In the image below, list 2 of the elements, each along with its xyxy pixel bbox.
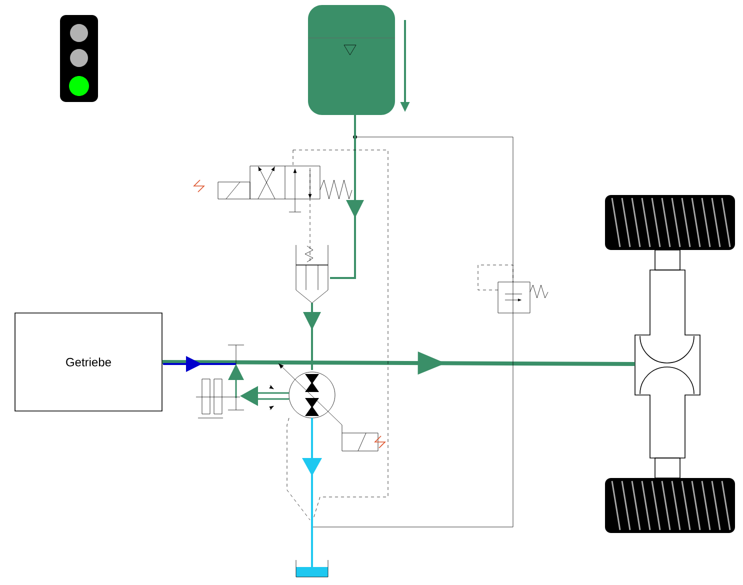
axle-drawing (605, 195, 735, 533)
gearbox-box: Getriebe (14, 312, 162, 412)
